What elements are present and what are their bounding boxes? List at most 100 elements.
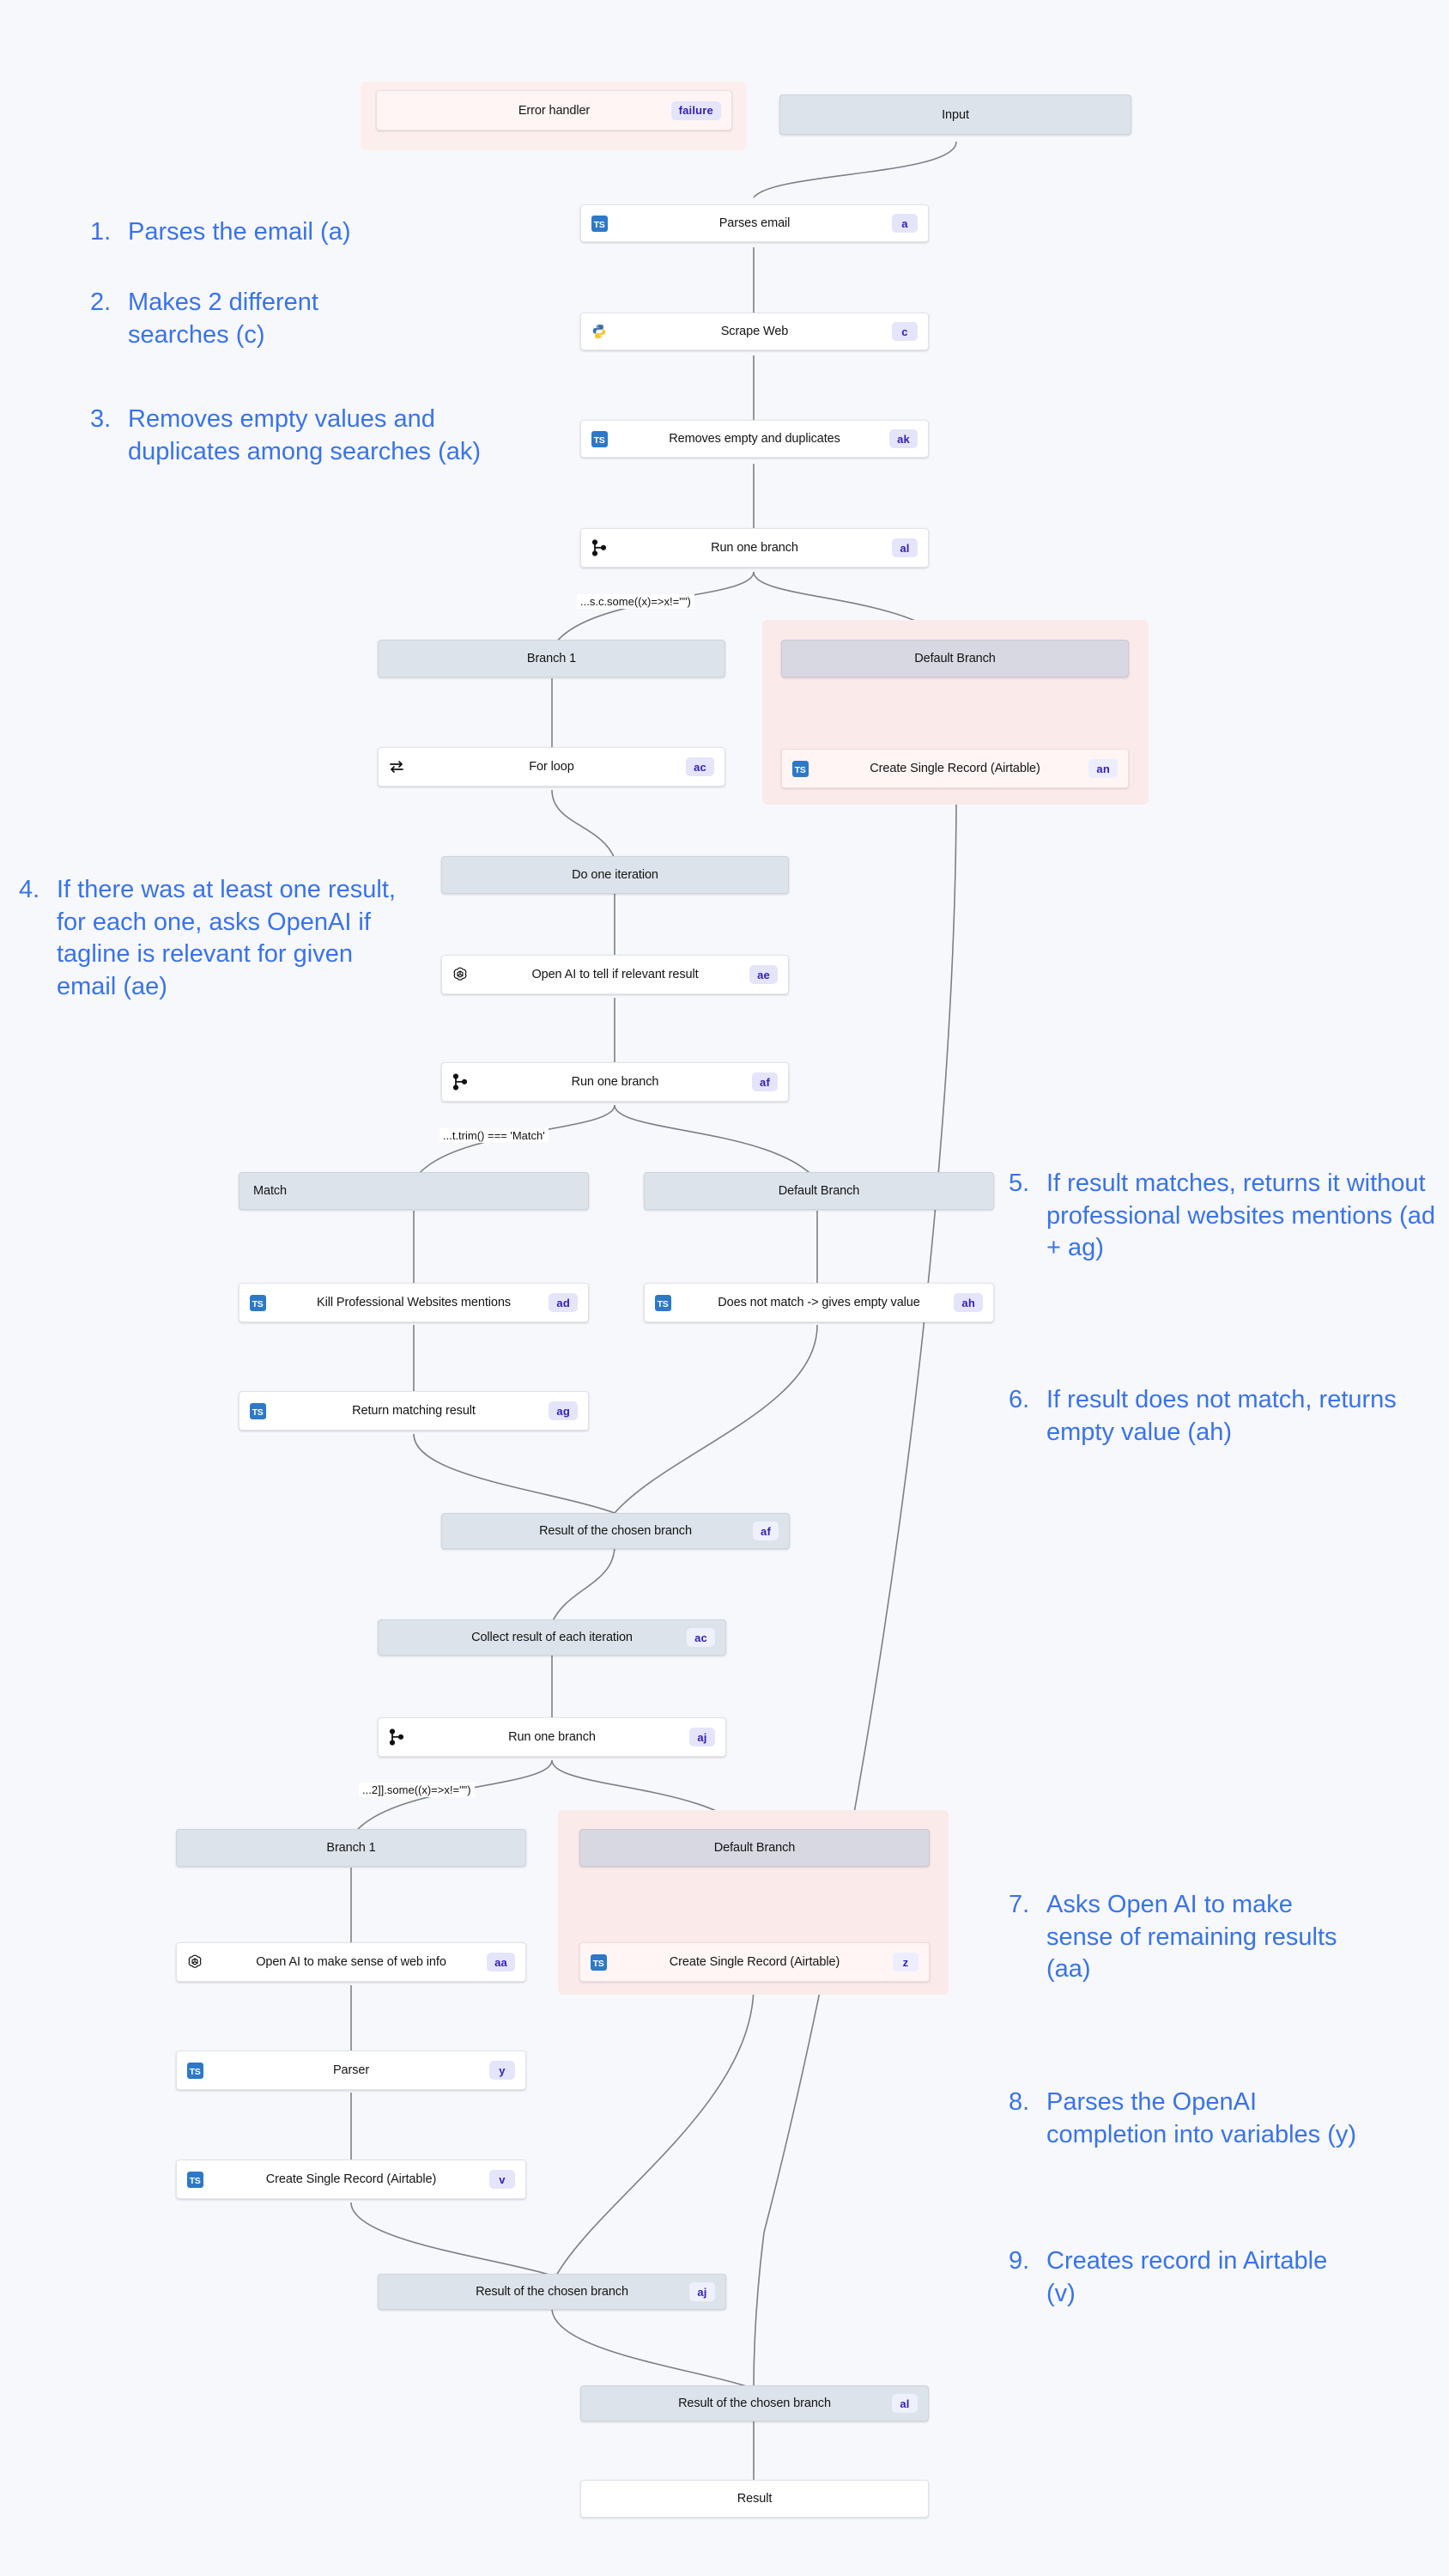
node-openai-relevant-result[interactable]: Open AI to tell if relevant result ae (441, 955, 789, 994)
annotation-number: 5. (1009, 1170, 1030, 1197)
node-error-handler[interactable]: Error handler failure (376, 90, 732, 131)
node-label: Scrape Web (720, 325, 789, 338)
node-chip: c (892, 322, 918, 341)
annotation-4: 4. If there was at least one result, for… (19, 874, 405, 1004)
annotation-6: 6. If result does not match, returns emp… (1009, 1384, 1412, 1449)
annotation-text: Removes empty values and duplicates amon… (128, 405, 482, 465)
loop-icon (388, 758, 405, 775)
node-default-branch-al[interactable]: Default Branch (781, 640, 1129, 677)
node-label: Create Single Record (Airtable) (870, 762, 1040, 775)
node-label: Create Single Record (Airtable) (265, 2172, 437, 2186)
typescript-icon: TS (186, 2171, 203, 2188)
node-run-one-branch-af[interactable]: Run one branch af (441, 1062, 789, 1102)
node-label: Match (253, 1184, 287, 1198)
node-chip: al (892, 2394, 918, 2413)
annotation-number: 4. (19, 876, 40, 903)
node-chip: aa (487, 1953, 515, 1971)
node-label: Default Branch (778, 1184, 860, 1198)
edge-condition-al: ...s.c.some((x)=>x!="") (577, 594, 694, 609)
node-default-branch-aj[interactable]: Default Branch (579, 1829, 930, 1867)
node-result-chosen-branch-aj[interactable]: Result of the chosen branch aj (378, 2274, 726, 2310)
edge-condition-af: ...t.trim() === 'Match' (440, 1128, 549, 1143)
python-icon (591, 323, 608, 340)
typescript-icon: TS (249, 1402, 266, 1419)
node-create-record-airtable-v[interactable]: TS Create Single Record (Airtable) v (176, 2160, 526, 2199)
node-input[interactable]: Input (779, 94, 1131, 135)
node-chip: ah (954, 1293, 983, 1312)
node-return-matching-result[interactable]: TS Return matching result ag (239, 1391, 589, 1431)
annotation-text: If result does not match, returns empty … (1046, 1386, 1397, 1446)
openai-icon (186, 1953, 203, 1971)
node-label: Kill Professional Websites mentions (317, 1296, 511, 1309)
node-collect-result-each-iteration[interactable]: Collect result of each iteration ac (378, 1619, 726, 1656)
annotation-text: Makes 2 different searches (c) (128, 289, 318, 349)
typescript-icon: TS (591, 430, 608, 447)
node-label: Open AI to make sense of web info (256, 1955, 446, 1969)
node-openai-make-sense-web-info[interactable]: Open AI to make sense of web info aa (176, 1942, 526, 1982)
annotation-number: 8. (1009, 2088, 1030, 2116)
node-chip: y (489, 2061, 515, 2080)
node-chip: v (489, 2170, 515, 2189)
node-chip: aj (689, 2282, 715, 2301)
node-kill-professional-mentions[interactable]: TS Kill Professional Websites mentions a… (239, 1283, 589, 1322)
node-label: Result (737, 2492, 773, 2506)
node-label: Run one branch (711, 541, 798, 555)
typescript-icon: TS (791, 760, 809, 777)
node-label: Do one iteration (572, 868, 658, 882)
node-create-record-airtable-z[interactable]: TS Create Single Record (Airtable) z (579, 1942, 930, 1982)
annotation-3: 3. Removes empty values and duplicates a… (90, 404, 519, 468)
node-chip: al (892, 538, 918, 557)
openai-icon (452, 966, 469, 983)
node-chip: af (752, 1072, 778, 1091)
node-does-not-match[interactable]: TS Does not match -> gives empty value a… (644, 1283, 994, 1322)
node-create-record-airtable-an[interactable]: TS Create Single Record (Airtable) an (781, 749, 1129, 788)
annotation-number: 2. (90, 289, 112, 316)
branch-icon (452, 1073, 469, 1091)
node-chip: ae (749, 965, 778, 984)
annotation-text: If result matches, returns it without pr… (1046, 1170, 1435, 1262)
node-label: Collect result of each iteration (471, 1631, 633, 1644)
node-chip: an (1088, 759, 1118, 778)
edge-condition-aj: ...2]].some((x)=>x!="") (359, 1783, 475, 1797)
node-branch-match[interactable]: Match (239, 1172, 589, 1210)
annotation-5: 5. If result matches, returns it without… (1009, 1168, 1438, 1265)
node-label: Result of the chosen branch (476, 2285, 628, 2299)
node-chip: z (893, 1953, 919, 1971)
node-for-loop[interactable]: For loop ac (378, 747, 725, 787)
node-branch-1-aj[interactable]: Branch 1 (176, 1829, 526, 1867)
node-label: Removes empty and duplicates (669, 432, 840, 446)
node-scrape-web[interactable]: Scrape Web c (580, 313, 929, 350)
node-parser[interactable]: TS Parser y (176, 2050, 526, 2090)
node-run-one-branch-al[interactable]: Run one branch al (580, 528, 929, 568)
node-chip: aj (689, 1728, 715, 1747)
annotation-7: 7. Asks Open AI to make sense of remaini… (1009, 1889, 1352, 1986)
typescript-icon: TS (249, 1294, 266, 1311)
annotation-9: 9. Creates record in Airtable (v) (1009, 2245, 1352, 2310)
node-do-one-iteration[interactable]: Do one iteration (441, 856, 789, 894)
node-label: Result of the chosen branch (678, 2397, 831, 2410)
node-chip: a (892, 214, 918, 233)
annotation-number: 3. (90, 405, 112, 433)
node-parses-email[interactable]: TS Parses email a (580, 204, 929, 242)
annotation-8: 8. Parses the OpenAI completion into var… (1009, 2087, 1378, 2151)
annotation-2: 2. Makes 2 different searches (c) (90, 287, 399, 351)
annotation-text: Asks Open AI to make sense of remaining … (1046, 1891, 1337, 1984)
node-run-one-branch-aj[interactable]: Run one branch aj (378, 1717, 726, 1757)
node-branch-1-al[interactable]: Branch 1 (378, 640, 725, 677)
node-label: Result of the chosen branch (539, 1524, 692, 1538)
node-removes-empty-duplicates[interactable]: TS Removes empty and duplicates ak (580, 420, 929, 458)
node-label: Run one branch (571, 1075, 659, 1089)
node-label: Parser (332, 2063, 370, 2077)
node-label: Run one branch (508, 1730, 596, 1744)
branch-icon (388, 1728, 405, 1746)
node-result-chosen-branch-al[interactable]: Result of the chosen branch al (580, 2385, 929, 2421)
node-chip: ag (549, 1401, 578, 1420)
branch-icon (591, 539, 608, 556)
node-label: Branch 1 (326, 1841, 376, 1855)
node-result-chosen-branch-af[interactable]: Result of the chosen branch af (441, 1513, 790, 1549)
node-label: Input (942, 107, 969, 122)
node-default-branch-af[interactable]: Default Branch (644, 1172, 994, 1210)
node-result[interactable]: Result (580, 2480, 929, 2518)
node-chip: ac (687, 1628, 715, 1647)
annotation-number: 6. (1009, 1386, 1030, 1413)
